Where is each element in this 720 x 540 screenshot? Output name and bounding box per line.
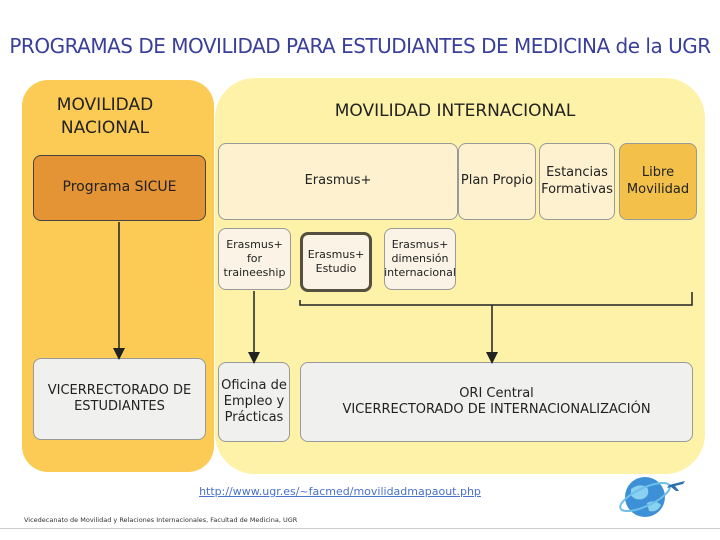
plan-propio-box: Plan Propio: [458, 143, 536, 220]
program-map-link[interactable]: http://www.ugr.es/~facmed/movilidadmapao…: [199, 485, 481, 498]
erasmus-box: Erasmus+: [218, 143, 458, 220]
erasmus-study-box: Erasmus+ Estudio: [300, 232, 372, 292]
ori-central-box: ORI Central VICERRECTORADO DE INTERNACIO…: [300, 362, 693, 442]
vicerrectorado-internacionalizacion-label: VICERRECTORADO DE INTERNACIONALIZACIÓN: [342, 402, 651, 417]
globe-airplane-icon: [617, 465, 689, 525]
international-mobility-header: MOVILIDAD INTERNACIONAL: [334, 101, 576, 121]
footer-divider: [0, 528, 720, 529]
page-title: PROGRAMAS DE MOVILIDAD PARA ESTUDIANTES …: [9, 34, 711, 58]
sicue-program-box: Programa SICUE: [33, 155, 206, 221]
erasmus-international-dimension-box: Erasmus+ dimensión internacional: [384, 228, 456, 290]
oficina-empleo-box: Oficina de Empleo y Prácticas: [218, 362, 290, 442]
erasmus-traineeship-box: Erasmus+ for traineeship: [218, 228, 291, 290]
national-mobility-header: MOVILIDAD NACIONAL: [56, 95, 154, 138]
estancias-formativas-box: Estancias Formativas: [539, 143, 615, 220]
libre-movilidad-box: Libre Movilidad: [619, 143, 697, 220]
international-bracket: [299, 292, 693, 306]
footer-credit: Vicedecanato de Movilidad y Relaciones I…: [24, 516, 298, 524]
ori-central-label: ORI Central: [459, 385, 534, 401]
